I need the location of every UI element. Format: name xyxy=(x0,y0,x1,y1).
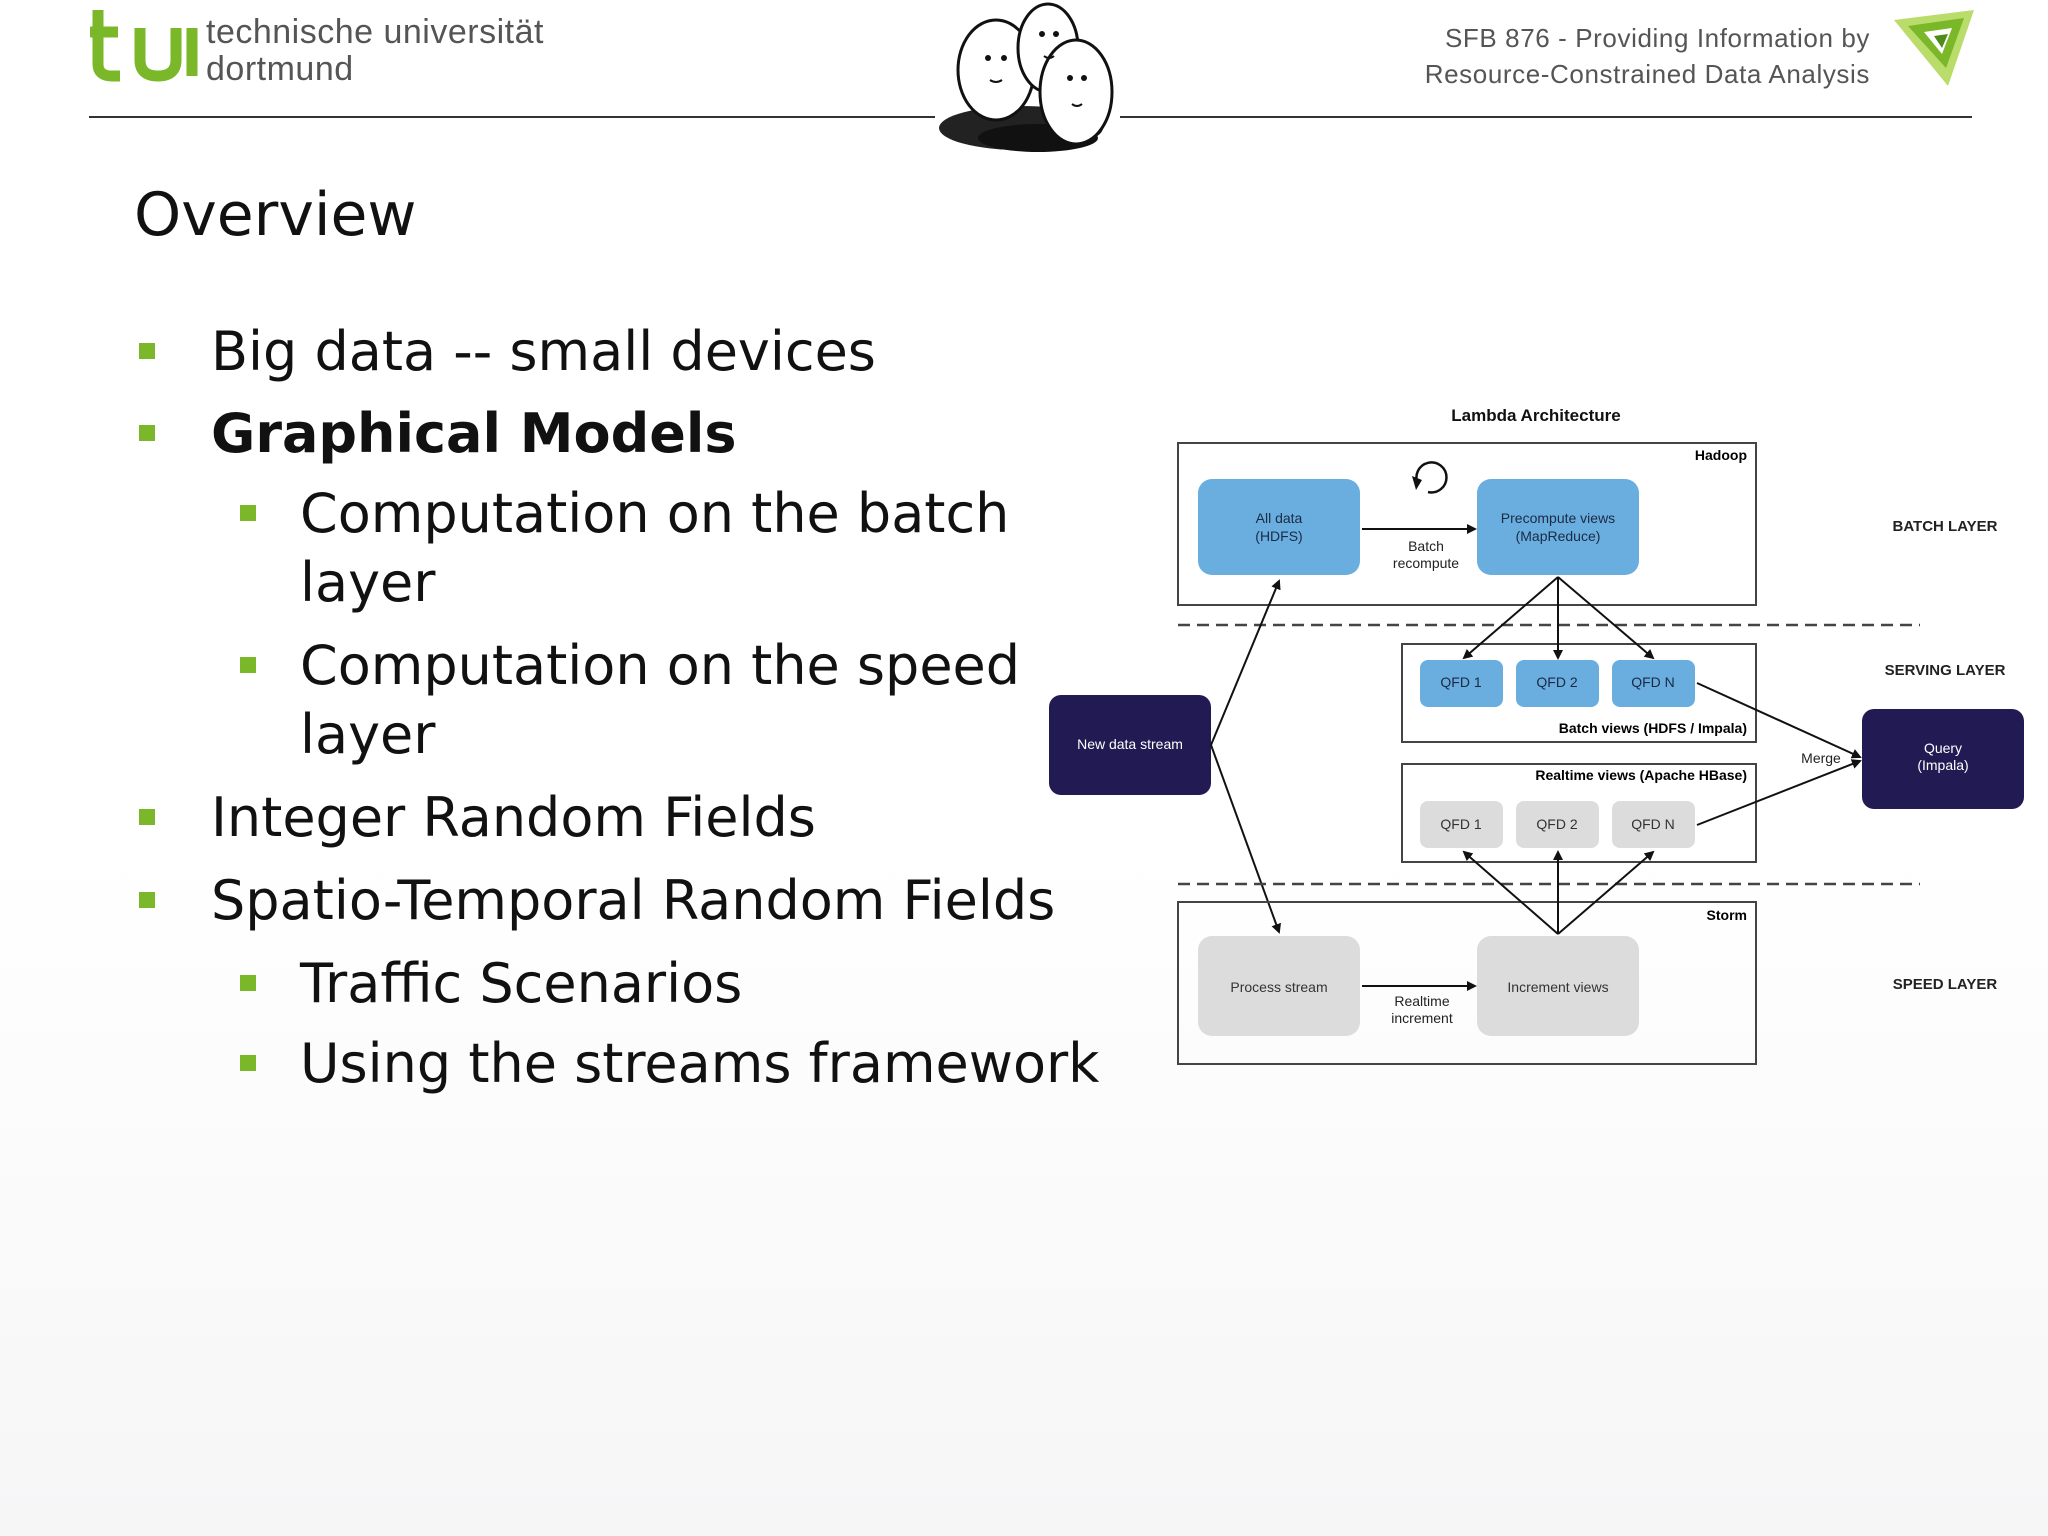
recompute-cycle-arrowhead xyxy=(1412,476,1422,490)
hadoop-label: Hadoop xyxy=(1695,447,1747,463)
arrow-realtimeviews-to-query xyxy=(1696,759,1862,826)
sfb-line1: SFB 876 - Providing Information by xyxy=(1444,23,1870,53)
batch-recompute-sublabel: recompute xyxy=(1393,555,1459,571)
university-name: technische universität dortmund xyxy=(206,14,544,88)
bullet-item: Computation on the batch xyxy=(300,482,1010,545)
sfb-line2: Resource-Constrained Data Analysis xyxy=(1424,59,1870,89)
bullet-item: Spatio-Temporal Random Fields xyxy=(211,869,1056,932)
realtime-increment-label: Realtime xyxy=(1394,993,1449,1009)
hadoop-frame xyxy=(1177,442,1757,606)
arrow-stream-to-alldata xyxy=(1210,579,1281,746)
arrow-batchviews-to-query xyxy=(1696,682,1862,759)
qfd-realtime-n xyxy=(1612,801,1695,848)
sfb-logo-icon xyxy=(1894,10,1974,86)
page-title: Overview xyxy=(134,180,417,250)
all-data-box xyxy=(1198,479,1360,575)
all-data-sublabel: (HDFS) xyxy=(1255,528,1302,544)
qfd-realtime-2-label: QFD 2 xyxy=(1536,816,1577,832)
all-data-label: All data xyxy=(1256,510,1303,526)
precompute-views-box xyxy=(1477,479,1639,575)
batch-views-frame xyxy=(1401,643,1757,743)
qfd-batch-n xyxy=(1612,660,1695,707)
qfd-batch-2-label: QFD 2 xyxy=(1536,674,1577,690)
bullet-item: Computation on the speed xyxy=(300,634,1021,697)
arrow-precompute-qfdn xyxy=(1557,576,1655,660)
batch-views-label: Batch views (HDFS / Impala) xyxy=(1559,720,1747,736)
bullet-item: Traffic Scenarios xyxy=(300,952,743,1015)
bullet-item: Graphical Models xyxy=(211,402,737,465)
batch-layer-label: BATCH LAYER xyxy=(1892,518,1997,535)
bullet-item-continuation: layer xyxy=(300,551,436,614)
bullet-marker xyxy=(139,343,155,359)
realtime-views-frame xyxy=(1401,763,1757,863)
university-line1: technische universität xyxy=(206,13,544,51)
qfd-realtime-2 xyxy=(1516,801,1599,848)
bullet-marker xyxy=(139,892,155,908)
new-data-stream-label: New data stream xyxy=(1077,736,1183,752)
bullet-item: Big data -- small devices xyxy=(211,320,876,383)
batch-recompute-label: Batch xyxy=(1408,538,1444,554)
arrow-stream-to-process xyxy=(1210,744,1281,934)
bullet-marker xyxy=(139,425,155,441)
qfd-realtime-1 xyxy=(1420,801,1503,848)
arrow-increment-qfd1 xyxy=(1462,850,1559,935)
bullet-item-continuation: layer xyxy=(300,703,436,766)
bullet-item: Integer Random Fields xyxy=(211,786,816,849)
bullet-marker xyxy=(240,975,256,991)
increment-views-box xyxy=(1477,936,1639,1036)
speed-layer-label: SPEED LAYER xyxy=(1893,976,1998,993)
university-line2: dortmund xyxy=(206,50,354,88)
precompute-sublabel: (MapReduce) xyxy=(1516,528,1601,544)
qfd-batch-1-label: QFD 1 xyxy=(1440,674,1481,690)
lambda-architecture-diagram: Lambda Architecture Hadoop All data (HDF… xyxy=(1049,406,2024,1065)
sfb-title: SFB 876 - Providing Information by Resou… xyxy=(1270,20,1870,92)
process-stream-label: Process stream xyxy=(1230,979,1327,995)
header-divider-left xyxy=(89,116,935,118)
qfd-realtime-1-label: QFD 1 xyxy=(1440,816,1481,832)
precompute-label: Precompute views xyxy=(1501,510,1615,526)
arrow-increment-qfdn xyxy=(1557,850,1655,935)
realtime-increment-sublabel: increment xyxy=(1391,1010,1453,1026)
storm-frame xyxy=(1177,901,1757,1065)
qfd-batch-2 xyxy=(1516,660,1599,707)
bullet-marker xyxy=(240,657,256,673)
realtime-views-label: Realtime views (Apache HBase) xyxy=(1535,767,1747,783)
bullet-marker xyxy=(240,1055,256,1071)
bullet-marker xyxy=(240,505,256,521)
serving-layer-label: SERVING LAYER xyxy=(1885,662,2006,679)
new-data-stream-box xyxy=(1049,695,1211,795)
storm-label: Storm xyxy=(1707,907,1747,923)
bullet-item: Using the streams framework xyxy=(300,1032,1100,1095)
bullet-marker xyxy=(139,809,155,825)
qfd-realtime-n-label: QFD N xyxy=(1631,816,1675,832)
query-sublabel: (Impala) xyxy=(1917,757,1968,773)
recompute-cycle-icon xyxy=(1415,461,1448,494)
query-box xyxy=(1862,709,2024,809)
merge-label: Merge xyxy=(1801,750,1841,766)
qfd-batch-1 xyxy=(1420,660,1503,707)
diagram-title: Lambda Architecture xyxy=(1451,406,1620,425)
arrow-precompute-qfd1 xyxy=(1462,576,1559,660)
qfd-batch-n-label: QFD N xyxy=(1631,674,1675,690)
increment-views-label: Increment views xyxy=(1507,979,1608,995)
header-divider-right xyxy=(1120,116,1972,118)
query-label: Query xyxy=(1924,740,1962,756)
tu-logo xyxy=(90,10,198,82)
process-stream-box xyxy=(1198,936,1360,1036)
eggs-mascot-image xyxy=(939,2,1114,152)
